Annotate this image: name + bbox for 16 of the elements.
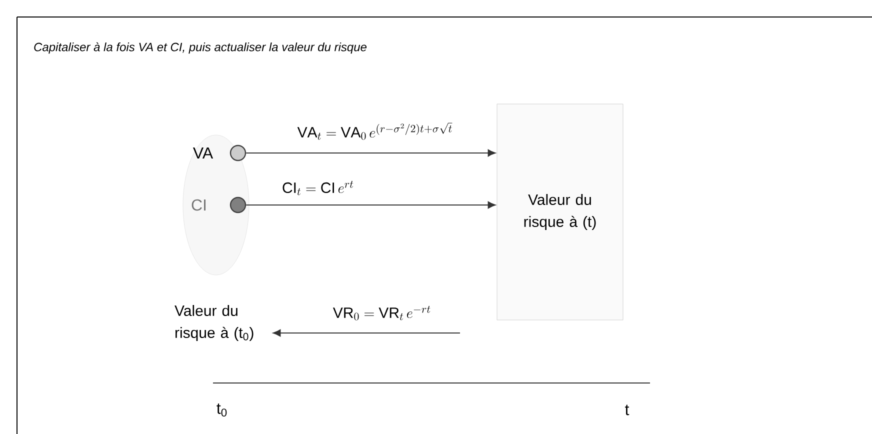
formula-label: $\mathrm{VR}_0 = \mathrm{VR}_t\, e^{-rt}$ bbox=[332, 306, 430, 320]
group-ellipse bbox=[182, 134, 250, 276]
arrow bbox=[246, 201, 496, 209]
time-label: t$_{0}$ bbox=[216, 403, 227, 417]
port-label: VA bbox=[193, 148, 214, 158]
time-label: t bbox=[625, 404, 630, 416]
title: Capitaliser à la fois VA et CI, puis actualiser la valeur du risque bbox=[34, 42, 367, 54]
arrow bbox=[272, 329, 460, 337]
result-text: Valeur du risque à (t$_{0}$) bbox=[174, 305, 254, 341]
port-label: CI bbox=[192, 199, 206, 211]
port-circle bbox=[230, 196, 246, 214]
formula-label: $\mathrm{CI}_t = \mathrm{CI}\, e^{rt}$ bbox=[282, 180, 354, 196]
formula-label: $\mathrm{VA}_t = \mathrm{VA}_0\, e^{(r-\sigma^2/2)t+\sigma\sqrt{t}}$ bbox=[297, 122, 452, 140]
arrow bbox=[246, 149, 496, 157]
port-circle bbox=[230, 144, 246, 162]
result-box: Valeur du risque à (t) bbox=[496, 104, 624, 320]
